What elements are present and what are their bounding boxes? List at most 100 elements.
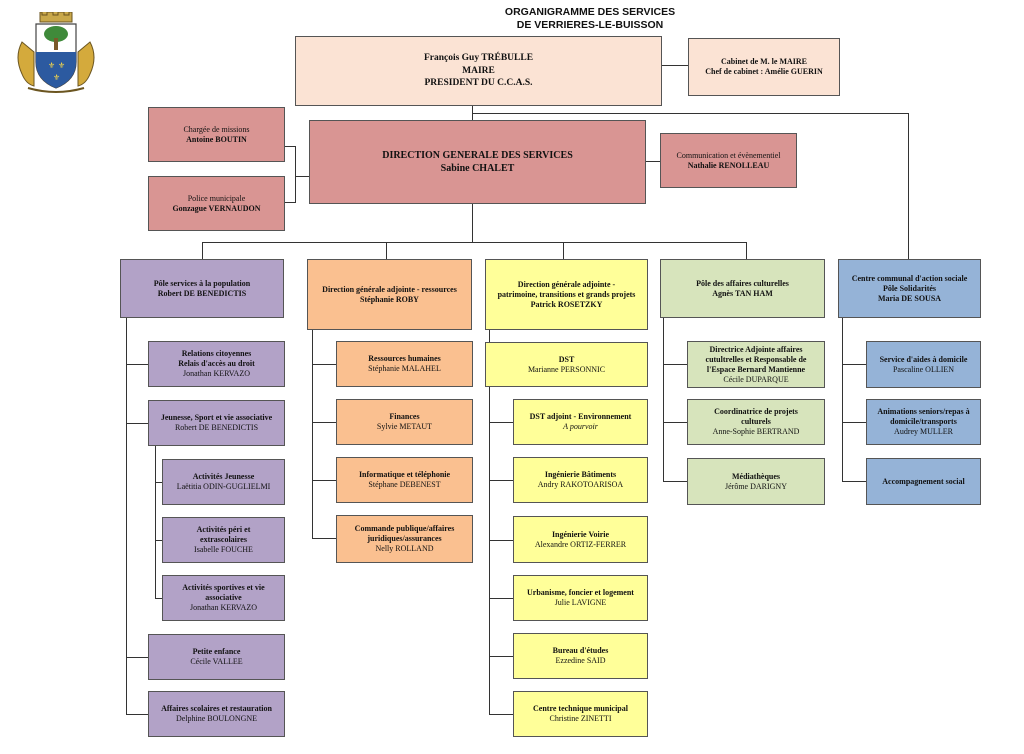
service-box[interactable]: Informatique et téléphonie Stéphane DEBE…	[336, 457, 473, 503]
service-box[interactable]: Directrice Adjointe affaires cutultrelle…	[687, 341, 825, 388]
pole-name: Agnès TAN HAM	[712, 288, 773, 298]
connector	[489, 714, 513, 715]
service-title-2: domicile/transports	[890, 417, 957, 426]
service-name: Julie LAVIGNE	[554, 598, 607, 607]
service-title-1: Ingénierie Bâtiments	[544, 470, 617, 479]
police-box[interactable]: Police municipale Gonzague VERNAUDON	[148, 176, 285, 231]
pole-patrimoine-box[interactable]: Direction générale adjointe - patrimoine…	[485, 259, 648, 330]
service-name: Alexandre ORTIZ-FERRER	[534, 539, 627, 549]
connector	[842, 481, 866, 482]
missions-box[interactable]: Chargée de missions Antoine BOUTIN	[148, 107, 285, 162]
connector	[908, 113, 909, 260]
connector	[489, 386, 490, 715]
service-title-1: Médiathèques	[732, 471, 780, 481]
connector	[312, 364, 336, 365]
connector	[386, 242, 387, 259]
connector	[746, 242, 747, 259]
service-box[interactable]: Activités péri et extrascolaires Isabell…	[162, 517, 285, 563]
dgs-title: DIRECTION GENERALE DES SERVICES	[382, 150, 573, 161]
service-title-1: Ingénierie Voirie	[551, 529, 610, 539]
service-title-1: Bureau d'études	[552, 646, 609, 655]
communication-box[interactable]: Communication et évènementiel Nathalie R…	[660, 133, 797, 188]
connector	[663, 364, 687, 365]
service-box[interactable]: Relations citoyennes Relais d'accès au d…	[148, 341, 285, 387]
service-box[interactable]: Activités sportives et vie associative J…	[162, 575, 285, 621]
mayor-role-2: PRESIDENT DU C.C.A.S.	[424, 78, 533, 89]
service-box[interactable]: Service d'aides à domicile Pascaline OLL…	[866, 341, 981, 388]
service-title-1: Service d'aides à domicile	[879, 354, 968, 364]
pole-name: Robert DE BENEDICTIS	[157, 288, 247, 298]
service-box[interactable]: Finances Sylvie METAUT	[336, 399, 473, 445]
pole-title: Direction générale adjointe - ressources	[322, 284, 457, 294]
service-title-1: Affaires scolaires et restauration	[161, 704, 272, 713]
dgs-name: Sabine CHALET	[440, 163, 515, 174]
police-name: Gonzague VERNAUDON	[172, 203, 261, 213]
service-name: Christine ZINETTI	[549, 714, 612, 723]
service-name: Stéphane DEBENEST	[368, 480, 441, 489]
mayor-name: François Guy TRÉBULLE	[423, 53, 534, 64]
service-box[interactable]: Bureau d'études Ezzedine SAID	[513, 633, 648, 679]
pole-population-box[interactable]: Pôle services à la population Robert DE …	[120, 259, 284, 318]
communication-title: Communication et évènementiel	[676, 150, 781, 160]
service-name: Jérôme DARIGNY	[725, 481, 787, 491]
service-box[interactable]: Animations seniors/repas à domicile/tran…	[866, 399, 981, 445]
service-box[interactable]: Médiathèques Jérôme DARIGNY	[687, 458, 825, 505]
town-crest-icon: ⚜ ⚜ ⚜	[8, 9, 104, 94]
service-title-1: Informatique et téléphonie	[358, 470, 451, 479]
pole-title: Pôle services à la population	[153, 278, 251, 288]
connector	[295, 176, 309, 177]
connector	[489, 656, 513, 657]
service-title-1: Jeunesse, Sport et vie associative	[160, 413, 273, 422]
mayor-box[interactable]: François Guy TRÉBULLE MAIRE PRESIDENT DU…	[295, 36, 662, 106]
service-box[interactable]: Ingénierie Bâtiments Andry RAKOTOARISOA	[513, 457, 648, 503]
connector	[472, 113, 908, 114]
connector	[842, 364, 866, 365]
connector	[663, 318, 664, 482]
service-box[interactable]: Accompagnement social	[866, 458, 981, 505]
service-box[interactable]: Activités Jeunesse Laëtitia ODIN-GUGLIEL…	[162, 459, 285, 505]
service-name: Cécile DUPARQUE	[723, 374, 789, 384]
service-name: Ezzedine SAID	[555, 656, 606, 665]
connector	[126, 318, 127, 715]
service-name: Jonathan KERVAZO	[190, 603, 257, 612]
service-name: Audrey MULLER	[894, 427, 953, 436]
service-name: Nelly ROLLAND	[375, 544, 434, 553]
service-box[interactable]: DST adjoint - Environnement A pourvoir	[513, 399, 648, 445]
service-box[interactable]: Jeunesse, Sport et vie associative Rober…	[148, 400, 285, 446]
service-name: A pourvoir	[563, 422, 598, 431]
service-box[interactable]: Affaires scolaires et restauration Delph…	[148, 691, 285, 737]
cabinet-box[interactable]: Cabinet de M. le MAIRE Chef de cabinet :…	[688, 38, 840, 96]
service-box[interactable]: Coordinatrice de projets culturels Anne-…	[687, 399, 825, 445]
service-box[interactable]: Ingénierie Voirie Alexandre ORTIZ-FERRER	[513, 516, 648, 563]
pole-culture-box[interactable]: Pôle des affaires culturelles Agnès TAN …	[660, 259, 825, 318]
pole-ressources-box[interactable]: Direction générale adjointe - ressources…	[307, 259, 472, 330]
service-box[interactable]: Ressources humaines Stéphanie MALAHEL	[336, 341, 473, 387]
pole-title-1: Centre communal d'action sociale	[851, 273, 968, 283]
connector	[155, 598, 162, 599]
service-title-1: Urbanisme, foncier et logement	[527, 588, 634, 597]
connector	[489, 480, 513, 481]
missions-name: Antoine BOUTIN	[186, 134, 247, 144]
service-box[interactable]: Petite enfance Cécile VALLEE	[148, 634, 285, 680]
service-name: Stéphanie MALAHEL	[368, 364, 441, 373]
service-box[interactable]: Commande publique/affaires juridiques/as…	[336, 515, 473, 563]
dst-box[interactable]: DST Marianne PERSONNIC	[485, 342, 648, 387]
service-title-2: extrascolaires	[200, 535, 247, 544]
service-box[interactable]: Centre technique municipal Christine ZIN…	[513, 691, 648, 737]
service-title-1: Animations seniors/repas à	[877, 407, 970, 416]
service-title-1: Directrice Adjointe affaires	[709, 344, 803, 354]
connector	[285, 146, 295, 147]
connector	[202, 242, 746, 243]
service-name: Cécile VALLEE	[190, 657, 243, 666]
service-box[interactable]: Urbanisme, foncier et logement Julie LAV…	[513, 575, 648, 621]
title-line-2: DE VERRIERES-LE-BUISSON	[516, 19, 664, 32]
pole-name: Maria DE SOUSA	[877, 293, 942, 303]
service-title-1: Activités péri et	[196, 525, 251, 534]
service-title-1: Activités Jeunesse	[192, 472, 255, 481]
service-title-2: associative	[205, 593, 242, 602]
pole-ccas-box[interactable]: Centre communal d'action sociale Pôle So…	[838, 259, 981, 318]
connector	[155, 446, 156, 599]
connector	[126, 657, 148, 658]
dgs-box[interactable]: DIRECTION GENERALE DES SERVICES Sabine C…	[309, 120, 646, 204]
connector	[312, 480, 336, 481]
